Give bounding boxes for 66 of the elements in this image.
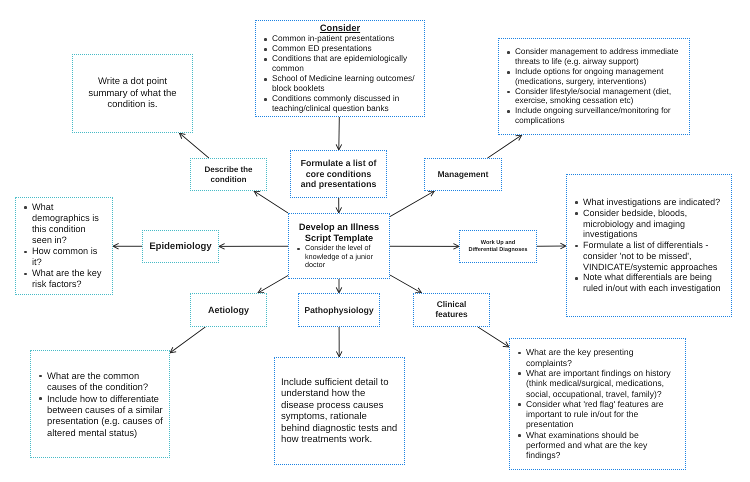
bullet-point: Conditions that are epidemiologically common (262, 54, 418, 74)
bullet-point: Include ongoing surveillance/monitoring for complications (505, 106, 683, 126)
bullet-point: Consider what 'red flag' features are important to rule in/out for the presentation (516, 398, 679, 430)
bullet-point: Consider bedside, bloods, microbiology and imaging investigations (573, 208, 725, 240)
arrow (477, 326, 510, 348)
topic-box (413, 293, 490, 327)
topic-box (190, 158, 267, 191)
bullet-point: Note what differentials are being ruled in/out with each investigation (573, 272, 725, 294)
bullet-point: What examinations should be performed and what are the key findings? (516, 430, 679, 461)
bullet-point: Formulate a list of differentials - consider 'not to be missed', VINDICATE/systemic approaches (573, 240, 725, 272)
note-box (255, 20, 425, 117)
arrow (112, 242, 142, 250)
bullet-point: What demographics is this condition seen in? (22, 202, 106, 246)
arrow (335, 198, 342, 214)
bullet-point: How common is it? (22, 246, 106, 268)
topic-box (290, 150, 387, 198)
bullet-point: Common in-patient presentations (262, 34, 418, 44)
bullet-point: Include how to differentiate between causes of a similar presentation (e.g. causes of altered mental status) (37, 392, 163, 438)
bullet-point: Conditions commonly discussed in teaching/clinical question banks (262, 94, 418, 114)
note-box (566, 174, 732, 317)
topic-box (142, 230, 219, 263)
arrow (336, 278, 342, 294)
arrow (390, 190, 435, 218)
title-text: Develop an Illness Script Template (298, 222, 380, 244)
bullet-point: What are important findings on history (think medical/surgical, medications, social, occupational, travel, family)? (516, 368, 679, 399)
bullet-point: Consider management to address immediate threats to life (e.g. airway support) (505, 47, 683, 67)
node-label: Formulate a list of core conditions and presentations (300, 158, 378, 190)
node-label: Clinical features (434, 300, 469, 320)
node-label: Management (438, 170, 488, 180)
arrow (336, 326, 342, 358)
bullet-point: What are the common causes of the condition? (37, 370, 163, 393)
node-label: Pathophysiology (304, 304, 374, 316)
note-box (498, 38, 690, 135)
topic-box (190, 293, 267, 327)
note-box (274, 357, 405, 465)
node-label: Epidemiology (149, 240, 212, 252)
bullet-point: School of Medicine learning outcomes/ block booklets (262, 74, 418, 94)
node-label: Aetiology (208, 304, 249, 316)
topic-box (459, 230, 537, 263)
arrow (218, 243, 288, 250)
heading: Consider (318, 23, 362, 34)
note-box (30, 350, 170, 458)
arrow (257, 275, 288, 294)
bullet-point: What investigations are indicated? (573, 196, 725, 208)
bullet-point: Consider lifestyle/social management (diet, exercise, smoking cessation etc) (505, 86, 683, 106)
arrow (390, 274, 422, 294)
description-text: Include sufficient detail to understand how the disease process causes symptoms, rationale behind diagnostic tests and how treatments work. (281, 376, 398, 446)
topic-box (424, 158, 502, 191)
topic-box (288, 213, 390, 279)
bullet-point: What are the key risk factors? (22, 268, 106, 290)
bullet-point: Common ED presentations (262, 44, 418, 54)
arrow (336, 116, 342, 150)
node-label: Describe the condition (203, 164, 254, 184)
note-box (72, 54, 193, 133)
arrow (487, 134, 522, 158)
note-box (15, 197, 113, 295)
arrow (536, 242, 566, 250)
description-text: Write a dot point summary of what the condition is. (87, 76, 178, 111)
arrow (390, 243, 460, 250)
arrow (170, 326, 206, 354)
bullet-point: What are the key presenting complaints? (516, 347, 679, 368)
topic-box (298, 293, 380, 327)
note-box (509, 338, 686, 470)
arrow (178, 132, 210, 158)
bullet-point: Include options for ongoing management (medications, surgery, interventions) (505, 66, 683, 86)
arrow (254, 190, 288, 214)
